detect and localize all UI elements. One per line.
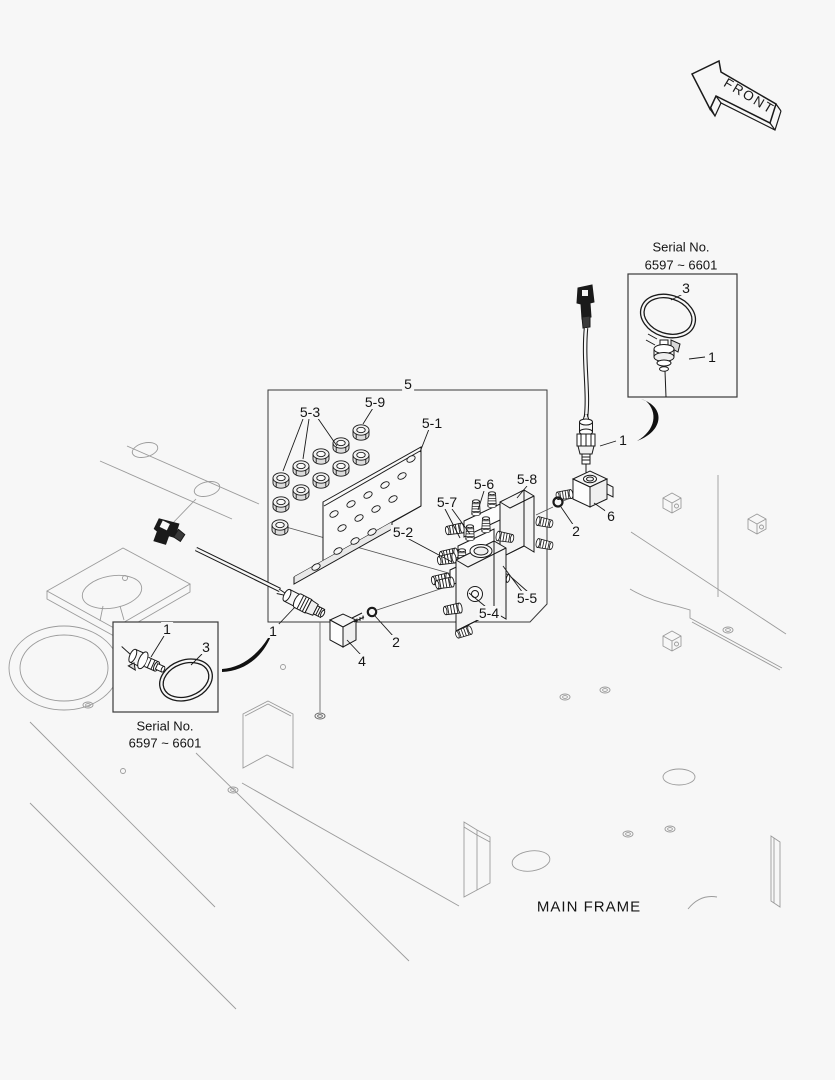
inset-bottom-title-line1: Serial No. [136, 718, 194, 734]
elbow-block [328, 612, 365, 648]
inset-top-switch-callout: 1 [706, 349, 718, 365]
replacement-arrow-top [637, 399, 659, 441]
callout-bracket-plate: 5-1 [419, 415, 445, 431]
inset-bottom-title-line2: 6597 ~ 6601 [128, 735, 202, 751]
replacement-arrow-bottom [222, 636, 271, 672]
leader-lines [276, 407, 617, 656]
single-nut [352, 424, 370, 441]
callout-tee-fittings: 5-7 [434, 494, 460, 510]
inset-top-title-line2: 6597 ~ 6601 [644, 257, 718, 273]
callout-assembly-group: 5 [402, 376, 414, 392]
oring-right [552, 496, 564, 508]
pressure-switch-right [576, 284, 596, 475]
bracket-plate [293, 446, 422, 585]
inset-top-ring-callout: 3 [680, 280, 692, 296]
callout-end-block: 5-8 [514, 471, 540, 487]
valve-body [555, 470, 614, 508]
callout-elbow-fitting: 5-6 [471, 476, 497, 492]
pressure-switch-left [153, 518, 326, 619]
callout-oring-right: 2 [570, 523, 582, 539]
oring-left [366, 606, 378, 618]
inset-bottom-ring-callout: 3 [200, 639, 212, 655]
callout-single-nut: 5-9 [362, 394, 388, 410]
inset-top-title-line1: Serial No. [652, 239, 710, 255]
callout-pressure-switch-right: 1 [617, 432, 629, 448]
inset-bottom-switch-callout: 1 [161, 621, 173, 637]
callout-union-fittings: 5-5 [514, 590, 540, 606]
callout-pressure-switch-left: 1 [267, 623, 279, 639]
front-direction-arrow: FRONT [690, 59, 782, 131]
callout-valve-block: 5-2 [390, 524, 416, 540]
callout-elbow-block: 4 [356, 653, 368, 669]
callout-oring-left: 2 [390, 634, 402, 650]
serial-inset-bottom [112, 621, 219, 713]
valve-block [434, 540, 507, 640]
callout-mounting-nuts: 5-3 [297, 404, 323, 420]
callout-bottom-fitting: 5-4 [476, 605, 502, 621]
main-frame-label: MAIN FRAME [536, 898, 642, 916]
end-block [499, 489, 555, 559]
callout-valve-body: 6 [605, 508, 617, 524]
